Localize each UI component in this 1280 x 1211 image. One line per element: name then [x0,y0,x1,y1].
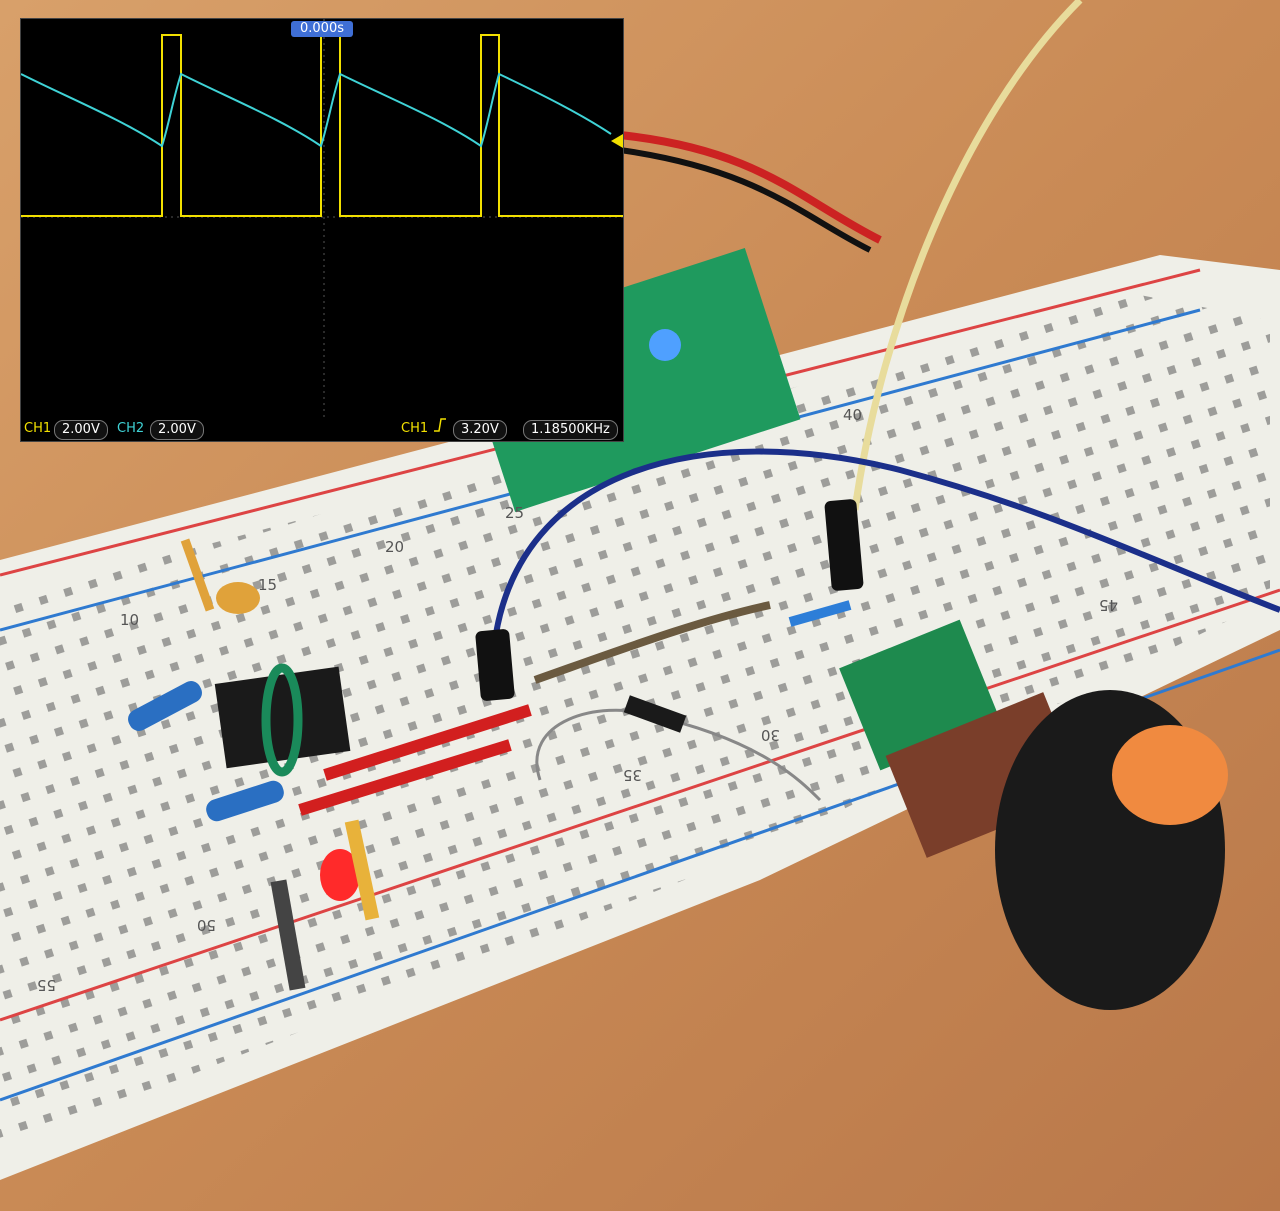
waveform-display [21,19,623,419]
svg-text:50: 50 [197,916,216,934]
ch1-label: CH1 [24,421,52,436]
trigger-level: 3.20V [453,420,507,440]
ceramic-capacitor [216,582,260,614]
ic-chip [214,666,351,769]
yellow-wire [851,0,1083,511]
ch2-scale: 2.00V [150,420,204,440]
svg-text:15: 15 [258,576,277,594]
ch2-label: CH2 [117,421,145,436]
resistor-2 [206,780,284,822]
ch1-square-wave [21,34,623,217]
ch1-scale: 2.00V [54,420,108,440]
blue-wire [492,448,1280,641]
svg-text:30: 30 [761,726,780,744]
trigger-channel: CH1 [401,421,429,436]
breadboard-row-numbers: 10 15 20 25 30 35 40 45 50 55 [37,406,1118,994]
power-cable [619,131,882,244]
trigger-time-badge: 0.000s [291,21,353,37]
breadboard-holes [0,295,1270,1150]
svg-text:45: 45 [1099,596,1118,614]
diode [623,695,687,733]
oscilloscope-screen: 0.000s CH1 2.00V CH2 2.00V CH1 3.20V 1.1… [20,18,624,442]
svg-text:10: 10 [120,611,139,629]
ch2-level-marker [611,134,623,148]
svg-text:25: 25 [505,504,524,522]
svg-text:35: 35 [623,766,642,784]
ch2-sawtooth-wave [21,72,612,148]
frequency-readout: 1.18500KHz [523,420,618,440]
red-led [320,849,360,901]
svg-text:55: 55 [37,976,56,994]
blue-led [649,329,681,361]
svg-text:20: 20 [385,538,404,556]
scope-status-bar: CH1 2.00V CH2 2.00V CH1 3.20V 1.18500KHz [21,417,623,441]
svg-text:40: 40 [843,406,862,424]
resistor-1 [128,681,202,731]
